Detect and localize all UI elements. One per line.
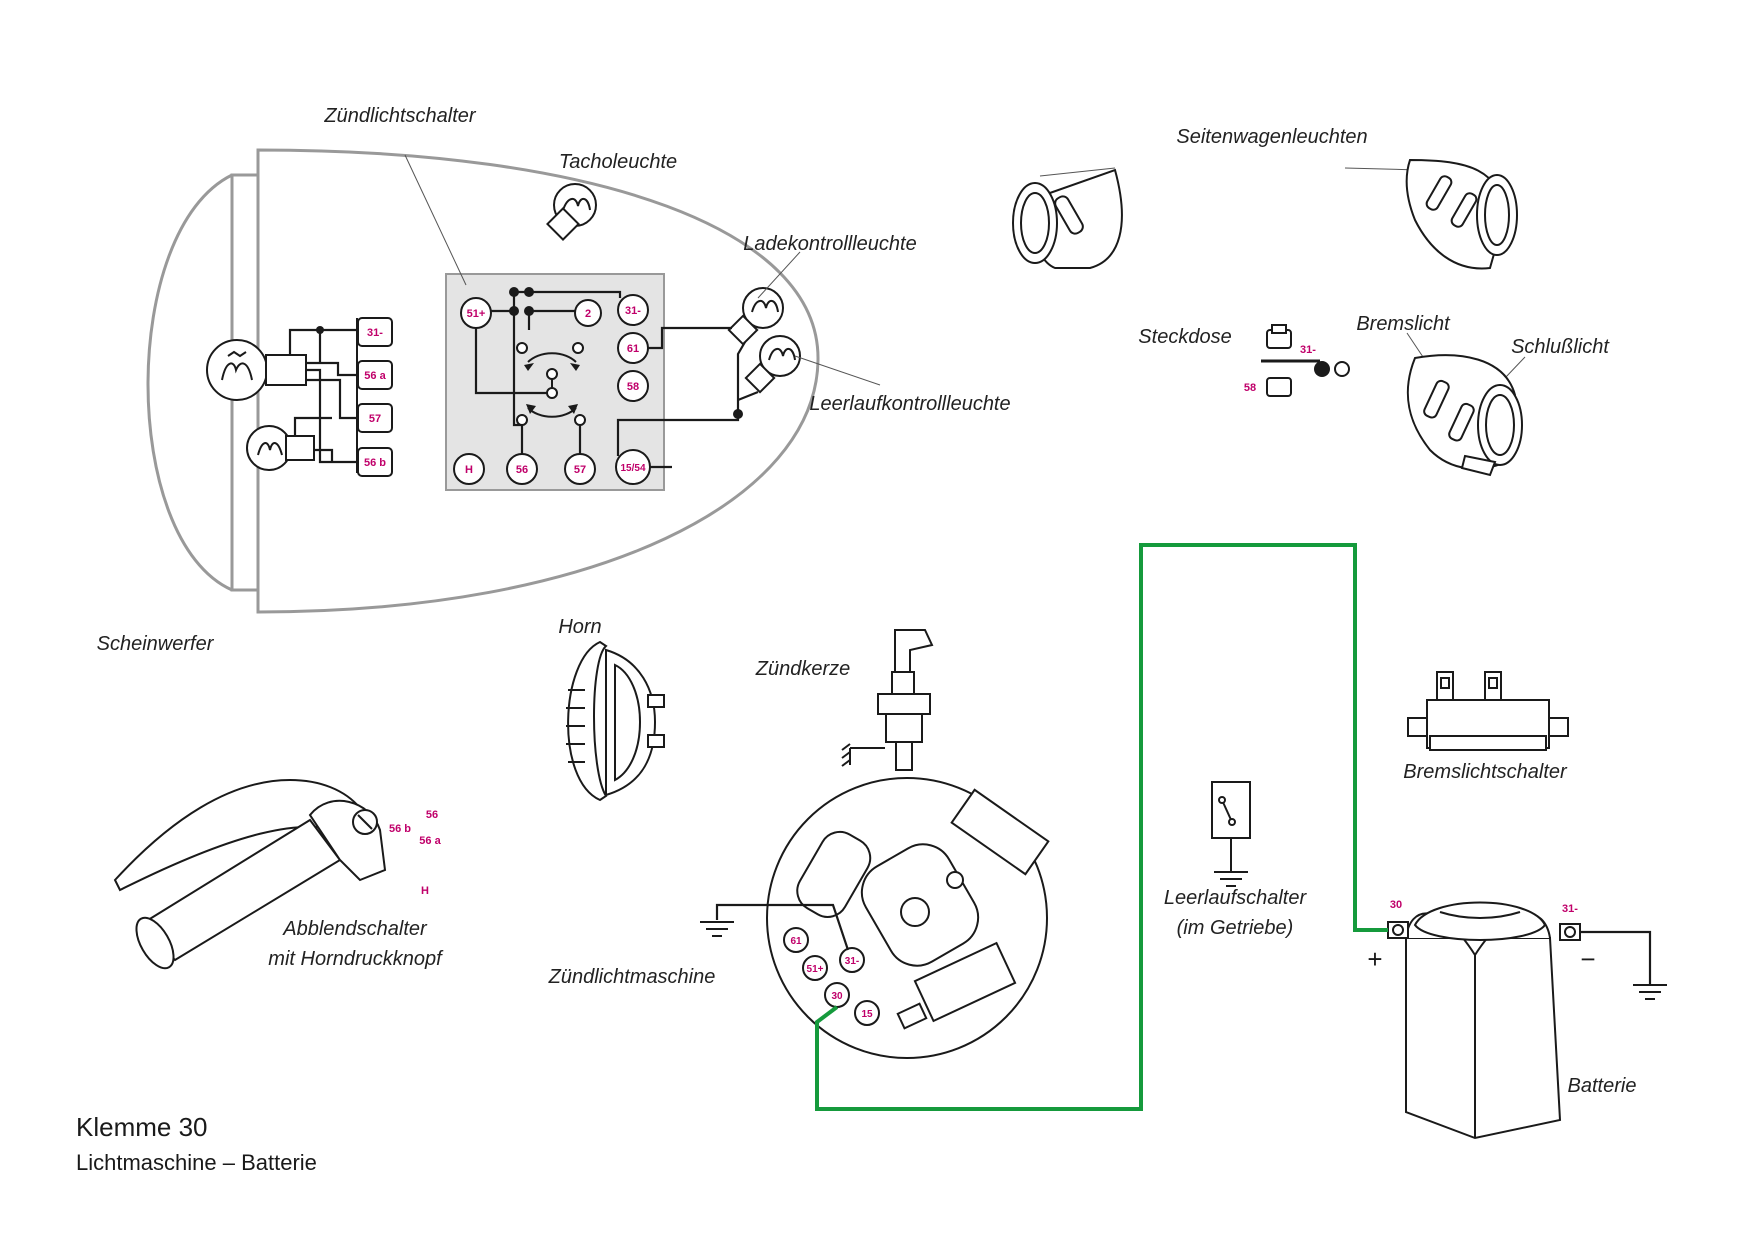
generator-ground-wire	[700, 903, 850, 951]
headlight-connector: 31- 56 a 57 56 b	[356, 317, 393, 477]
dimmer-terminal-labels: 56 56 b 56 a H	[389, 809, 442, 897]
label-bremslicht: Bremslicht	[1356, 313, 1451, 335]
dimmer-terminal-56a: 56 a	[419, 835, 441, 847]
label-schlusslicht: Schlußlicht	[1511, 336, 1610, 358]
battery-icon: 30 31- + −	[1367, 899, 1596, 1140]
switch-terminal-2	[574, 299, 602, 327]
switch-terminal-H	[453, 453, 485, 485]
switch-label-1554: 15/54	[620, 463, 645, 474]
neutral-switch-icon	[1211, 781, 1251, 887]
label-abblendschalter-2: mit Horndruckknopf	[268, 948, 444, 970]
label-zuendlichtmaschine: Zündlichtmaschine	[548, 966, 716, 988]
switch-label-51plus: 51+	[467, 308, 486, 320]
page-title: Klemme 30	[76, 1112, 208, 1142]
brake-light-switch-icon	[1407, 671, 1569, 751]
parking-bulb-icon	[246, 425, 315, 471]
switch-label-58: 58	[627, 381, 639, 393]
switch-label-56: 56	[516, 464, 528, 476]
headlight-terminal-56b	[357, 447, 393, 477]
label-zuendkerze: Zündkerze	[755, 658, 851, 680]
generator-terminal-61	[783, 927, 809, 953]
headlight-terminal-label-31: 31-	[367, 327, 383, 339]
label-abblendschalter-1: Abblendschalter	[282, 918, 428, 940]
label-tacholeuchte: Tacholeuchte	[559, 151, 677, 173]
switch-terminal-58	[617, 370, 649, 402]
headlight-terminal-57	[357, 403, 393, 433]
label-leerlaufschalter-1: Leerlaufschalter	[1164, 887, 1308, 909]
dimmer-switch-icon	[113, 778, 387, 970]
socket-terminal-31: 31-	[1300, 344, 1316, 356]
generator-terminal-51plus	[802, 955, 828, 981]
generator-label-15: 15	[861, 1009, 873, 1020]
label-bremslichtschalter: Bremslichtschalter	[1403, 761, 1568, 783]
label-leerlaufschalter-2: (im Getriebe)	[1177, 917, 1294, 939]
generator-terminal-15	[854, 1000, 880, 1026]
generator-terminal-31	[839, 947, 865, 973]
headlight-terminal-label-56b: 56 b	[364, 457, 386, 469]
switch-terminal-31	[617, 294, 649, 326]
headlight-terminal-label-57: 57	[369, 413, 381, 425]
switch-label-61: 61	[627, 343, 639, 355]
switch-label-H: H	[465, 464, 473, 476]
headlight-terminal-31	[357, 317, 393, 347]
tail-light-icon	[1406, 354, 1523, 477]
terminal-30-wire	[815, 543, 1388, 1111]
headlight-bulb-icon	[206, 339, 307, 401]
socket-terminal-58: 58	[1244, 382, 1256, 394]
generator-icon	[766, 777, 1050, 1059]
generator-label-61: 61	[790, 936, 802, 947]
speedometer-bulb-icon	[546, 183, 597, 241]
generator-label-30: 30	[831, 991, 843, 1002]
spark-plug-icon	[841, 629, 934, 771]
switch-label-2: 2	[585, 308, 591, 320]
label-zuendlichtschalter: Zündlichtschalter	[323, 105, 477, 127]
headlight-terminal-56a	[357, 360, 393, 390]
battery-label-31: 31-	[1562, 903, 1578, 915]
battery-plus-sign: +	[1367, 944, 1382, 974]
socket-icon: 31- 58	[1244, 324, 1350, 397]
label-seitenwagenleuchten: Seitenwagenleuchten	[1176, 126, 1367, 148]
switch-label-31: 31-	[625, 305, 641, 317]
dimmer-terminal-56b: 56 b	[389, 823, 411, 835]
dimmer-terminal-56: 56	[426, 809, 438, 821]
label-batterie: Batterie	[1568, 1075, 1637, 1097]
generator-terminals: 61 51+ 31- 30 15	[783, 927, 880, 1026]
neutral-warning-bulb-icon	[744, 335, 801, 394]
battery-ground-wire	[1580, 930, 1667, 1000]
dimmer-terminal-H: H	[421, 885, 429, 897]
generator-label-31: 31-	[845, 956, 859, 967]
warning-bulb-wires	[648, 326, 759, 419]
generator-label-51plus: 51+	[807, 964, 824, 975]
label-horn: Horn	[558, 616, 601, 638]
horn-icon	[566, 640, 665, 802]
label-steckdose: Steckdose	[1138, 326, 1231, 348]
switch-label-57: 57	[574, 464, 586, 476]
charge-warning-bulb-icon	[727, 287, 784, 346]
battery-label-30: 30	[1390, 899, 1402, 911]
label-scheinwerfer: Scheinwerfer	[97, 633, 215, 655]
headlight-terminal-label-56a: 56 a	[364, 370, 386, 382]
headlight-wires	[288, 326, 357, 464]
label-leerlaufkontrollleuchte: Leerlaufkontrollleuchte	[809, 393, 1010, 415]
label-ladekontrollleuchte: Ladekontrollleuchte	[743, 233, 916, 255]
sidecar-light-right-icon	[1405, 158, 1518, 270]
battery-minus-sign: −	[1580, 944, 1595, 974]
page-subtitle: Lichtmaschine – Batterie	[76, 1150, 317, 1175]
sidecar-light-left-icon	[1012, 168, 1123, 269]
